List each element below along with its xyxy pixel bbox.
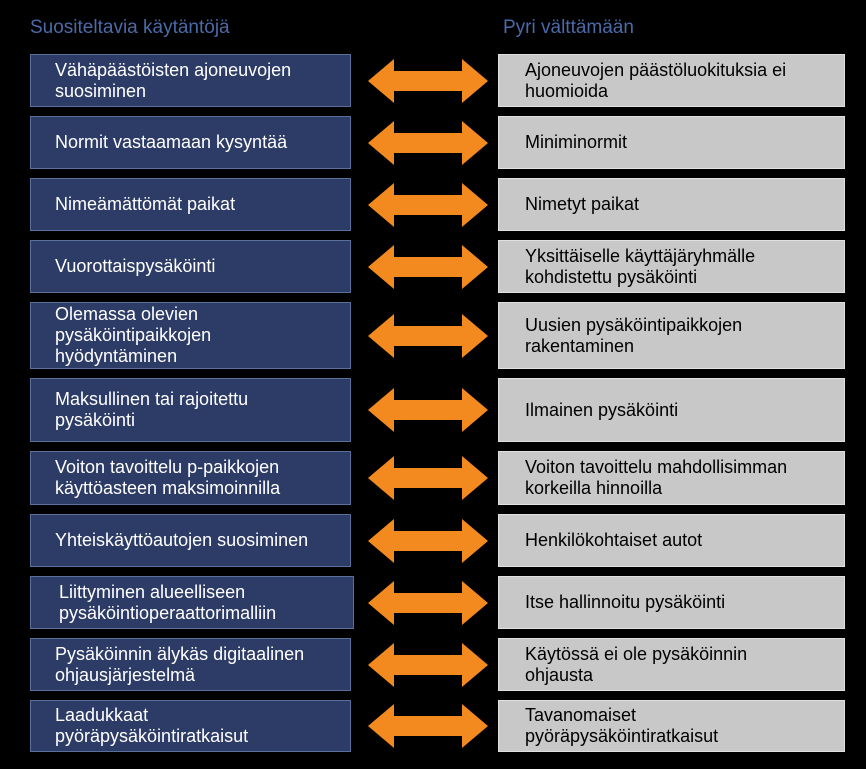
- avoid-practice-box: Yksittäiselle käyttäjäryhmälle kohdistet…: [498, 240, 845, 293]
- recommended-practice-box: Normit vastaamaan kysyntää: [30, 116, 351, 169]
- header-avoid: Pyri välttämään: [503, 17, 634, 38]
- double-arrow-icon: [368, 182, 488, 227]
- recommended-practice-box: Voiton tavoittelu p-paikkojen käyttöaste…: [30, 451, 351, 505]
- double-arrow-icon: [368, 58, 488, 103]
- double-arrow-icon: [368, 580, 488, 625]
- recommended-practice-box: Laadukkaat pyöräpysäköintiratkaisut: [30, 700, 351, 752]
- recommended-practice-box: Olemassa olevien pysäköintipaikkojen hyö…: [30, 302, 351, 369]
- recommended-practice-box: Vuorottaispysäköinti: [30, 240, 351, 293]
- avoid-practice-box: Henkilökohtaiset autot: [498, 514, 845, 567]
- recommended-practice-box: Liittyminen alueelliseen pysäköintiopera…: [30, 576, 354, 629]
- avoid-practice-box: Ajoneuvojen päästöluokituksia ei huomioi…: [498, 54, 845, 107]
- double-arrow-icon: [368, 313, 488, 358]
- double-arrow-icon: [368, 704, 488, 748]
- double-arrow-icon: [368, 518, 488, 563]
- avoid-practice-box: Tavanomaiset pyöräpysäköintiratkaisut: [498, 700, 845, 752]
- recommended-practice-box: Vähäpäästöisten ajoneuvojen suosiminen: [30, 54, 351, 107]
- header-recommended: Suositeltavia käytäntöjä: [30, 17, 230, 38]
- recommended-practice-box: Pysäköinnin älykäs digitaalinen ohjausjä…: [30, 638, 351, 691]
- avoid-practice-box: Uusien pysäköintipaikkojen rakentaminen: [498, 302, 845, 369]
- double-arrow-icon: [368, 120, 488, 165]
- double-arrow-icon: [368, 388, 488, 432]
- avoid-practice-box: Itse hallinnoitu pysäköinti: [498, 576, 845, 629]
- double-arrow-icon: [368, 642, 488, 687]
- recommended-practice-box: Nimeämättömät paikat: [30, 178, 351, 231]
- avoid-practice-box: Käytössä ei ole pysäköinnin ohjausta: [498, 638, 845, 691]
- avoid-practice-box: Nimetyt paikat: [498, 178, 845, 231]
- recommended-practice-box: Yhteiskäyttöautojen suosiminen: [30, 514, 351, 567]
- avoid-practice-box: Voiton tavoittelu mahdollisimman korkeil…: [498, 451, 845, 505]
- recommended-practice-box: Maksullinen tai rajoitettu pysäköinti: [30, 378, 351, 442]
- double-arrow-icon: [368, 456, 488, 500]
- double-arrow-icon: [368, 244, 488, 289]
- avoid-practice-box: Miniminormit: [498, 116, 845, 169]
- avoid-practice-box: Ilmainen pysäköinti: [498, 378, 845, 442]
